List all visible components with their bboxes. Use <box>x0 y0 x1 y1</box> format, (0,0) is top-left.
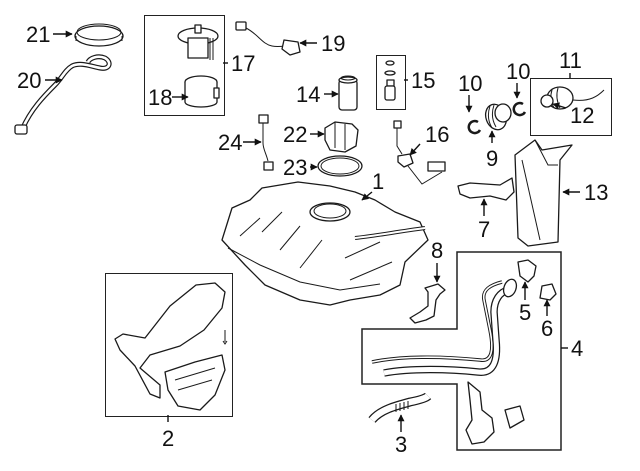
callout-18[interactable]: 18 <box>148 85 173 110</box>
callout-3[interactable]: 3 <box>395 432 408 457</box>
callout-23[interactable]: 23 <box>283 155 308 180</box>
callout-20[interactable]: 20 <box>17 68 42 93</box>
sub-harness-part <box>258 114 274 171</box>
fuel-filter-part <box>338 75 358 111</box>
callout-5[interactable]: 5 <box>519 300 532 325</box>
leader-lines <box>45 30 580 432</box>
callout-2[interactable]: 2 <box>162 426 175 451</box>
callout-12[interactable]: 12 <box>570 103 595 128</box>
callout-7[interactable]: 7 <box>478 217 491 242</box>
heat-shield-part <box>114 282 228 411</box>
fuel-level-sender-part <box>393 120 446 185</box>
pressure-regulator-part <box>384 60 396 101</box>
callout-8[interactable]: 8 <box>431 238 444 263</box>
hose-clamp-part-a <box>467 119 482 135</box>
callout-14[interactable]: 14 <box>296 82 321 107</box>
callout-24[interactable]: 24 <box>218 130 243 155</box>
wire-harness-part <box>235 21 301 56</box>
filler-pipe-bracket-part <box>465 381 525 445</box>
lock-ring-part <box>74 23 124 47</box>
group-box-15 <box>376 55 406 110</box>
group-box-2 <box>105 273 233 417</box>
callout-16[interactable]: 16 <box>425 122 450 147</box>
callout-17[interactable]: 17 <box>231 51 256 76</box>
filler-pipe-protector-part <box>514 139 573 247</box>
filler-hose-part <box>368 392 432 424</box>
filler-neck-boot-part <box>484 103 512 131</box>
callout-19[interactable]: 19 <box>321 31 346 56</box>
fuel-pump-module-part <box>177 24 219 60</box>
pump-bracket-part <box>324 121 359 153</box>
vent-hose-part <box>14 54 112 135</box>
callout-22[interactable]: 22 <box>283 122 308 147</box>
bracket-7-part <box>457 177 515 201</box>
group-box-11 <box>530 78 612 136</box>
callout-4[interactable]: 4 <box>571 336 584 361</box>
filler-pipe-part <box>371 278 518 377</box>
callout-11[interactable]: 11 <box>559 48 582 73</box>
callout-21[interactable]: 21 <box>26 22 51 47</box>
callout-1[interactable]: 1 <box>372 169 385 194</box>
group-box-4 <box>361 251 562 451</box>
callout-9[interactable]: 9 <box>486 146 499 171</box>
tank-strap-bracket-part <box>409 283 446 324</box>
hose-clamp-part-b <box>512 101 527 117</box>
pipe-clip-5-part <box>517 259 537 283</box>
pipe-clip-6-part <box>539 283 557 301</box>
fuel-tank-part <box>221 181 429 306</box>
callout-10a[interactable]: 10 <box>458 71 483 96</box>
callout-10b[interactable]: 10 <box>506 59 531 84</box>
group-box-17 <box>144 15 225 116</box>
fuel-pump-strainer-part <box>184 75 220 108</box>
callout-13[interactable]: 13 <box>584 180 609 205</box>
tank-gasket-part <box>317 155 363 177</box>
callout-15[interactable]: 15 <box>411 68 436 93</box>
callout-6[interactable]: 6 <box>541 316 554 341</box>
